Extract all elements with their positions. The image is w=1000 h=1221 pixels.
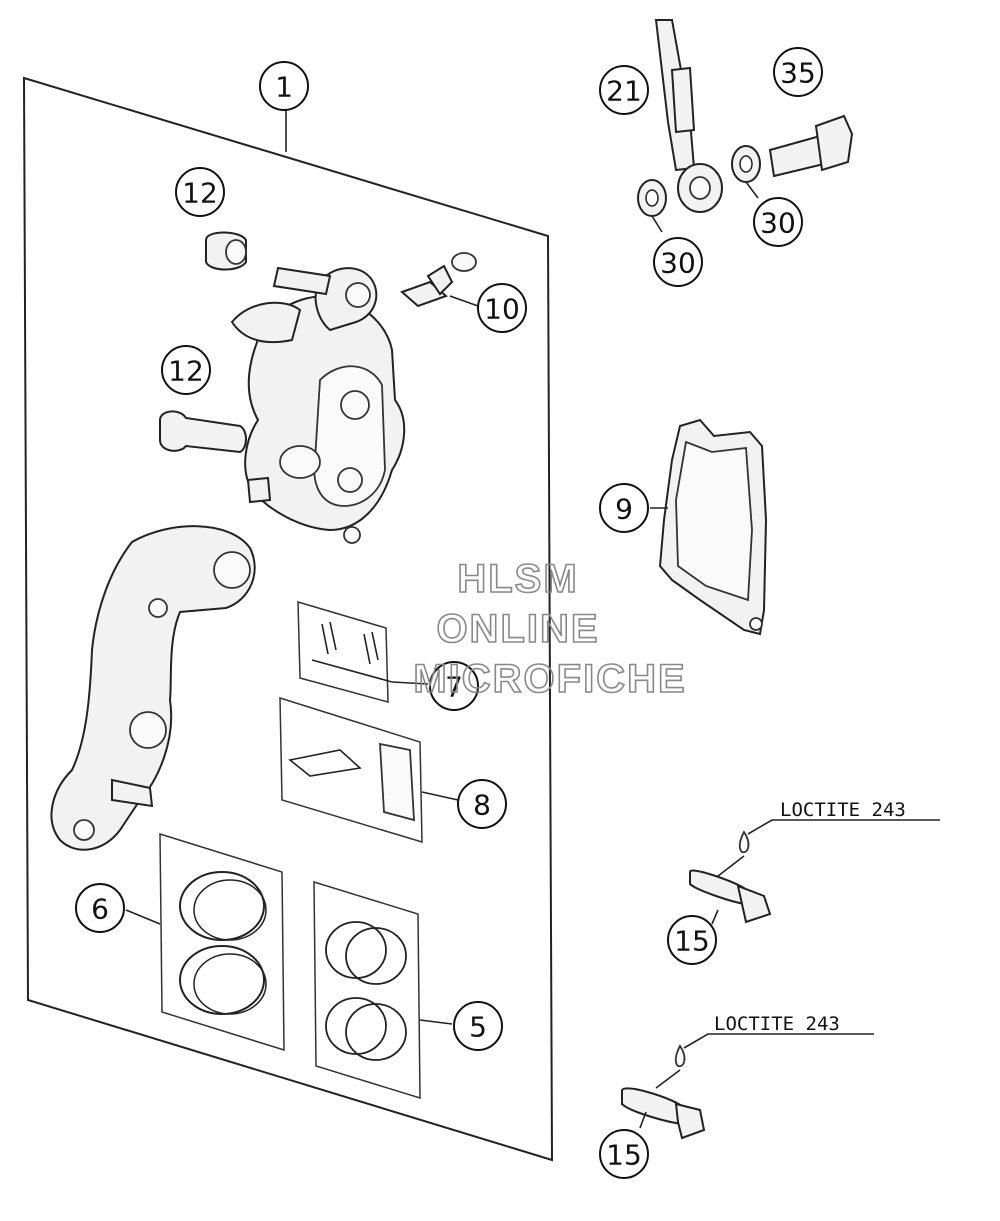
bleeder-valve xyxy=(400,252,479,308)
svg-text:7: 7 xyxy=(445,671,463,704)
callout-6: 6 xyxy=(75,883,125,933)
screw-upper xyxy=(689,819,940,925)
callout-35: 35 xyxy=(773,47,823,97)
guide-pin-upper xyxy=(205,231,247,271)
svg-text:HLSM: HLSM xyxy=(457,557,578,601)
banjo-bolt xyxy=(651,114,854,233)
brake-pad xyxy=(650,418,768,636)
loctite-note-upper: LOCTITE 243 xyxy=(780,799,906,821)
screw-lower xyxy=(621,1033,874,1140)
svg-text:6: 6 xyxy=(91,893,109,926)
assembly-panel xyxy=(22,76,554,1162)
spring-kit xyxy=(279,696,459,844)
callout-7: 7 xyxy=(429,661,479,711)
svg-text:1: 1 xyxy=(275,71,293,104)
svg-text:10: 10 xyxy=(484,293,520,326)
callout-8: 8 xyxy=(457,779,507,829)
svg-text:35: 35 xyxy=(780,57,816,90)
callout-1: 1 xyxy=(259,61,309,111)
callout-12-upper: 12 xyxy=(175,167,225,217)
loctite-note-lower: LOCTITE 243 xyxy=(714,1013,840,1035)
callout-5: 5 xyxy=(453,1001,503,1051)
callout-21: 21 xyxy=(599,65,649,115)
svg-text:8: 8 xyxy=(473,789,491,822)
svg-text:12: 12 xyxy=(182,177,218,210)
sealing-washer-left xyxy=(637,179,667,217)
callout-15-lower: 15 xyxy=(599,1129,649,1179)
brake-hose xyxy=(654,19,723,213)
svg-text:15: 15 xyxy=(606,1139,642,1172)
svg-text:30: 30 xyxy=(660,247,696,280)
caliper-bracket xyxy=(50,525,256,851)
callout-9: 9 xyxy=(599,483,649,533)
seal-kit xyxy=(313,880,453,1100)
sealing-washer-right xyxy=(731,145,761,183)
svg-text:30: 30 xyxy=(760,207,796,240)
svg-text:MICROFICHE: MICROFICHE xyxy=(413,657,686,701)
callout-10: 10 xyxy=(477,283,527,333)
pin-kit xyxy=(297,600,429,703)
svg-text:21: 21 xyxy=(606,75,642,108)
piston-kit xyxy=(125,832,285,1052)
svg-text:15: 15 xyxy=(674,925,710,958)
callout-15-upper: 15 xyxy=(667,915,717,965)
callout-30-left: 30 xyxy=(653,237,703,287)
brake-caliper xyxy=(230,266,406,544)
svg-text:5: 5 xyxy=(469,1011,487,1044)
svg-text:12: 12 xyxy=(168,355,204,388)
guide-pin-lower xyxy=(159,410,247,454)
svg-text:9: 9 xyxy=(615,493,633,526)
callout-30-right: 30 xyxy=(753,197,803,247)
watermark: HLSM ONLINE MICROFICHE xyxy=(413,556,686,702)
svg-text:ONLINE: ONLINE xyxy=(436,607,599,651)
callout-12-lower: 12 xyxy=(161,345,211,395)
